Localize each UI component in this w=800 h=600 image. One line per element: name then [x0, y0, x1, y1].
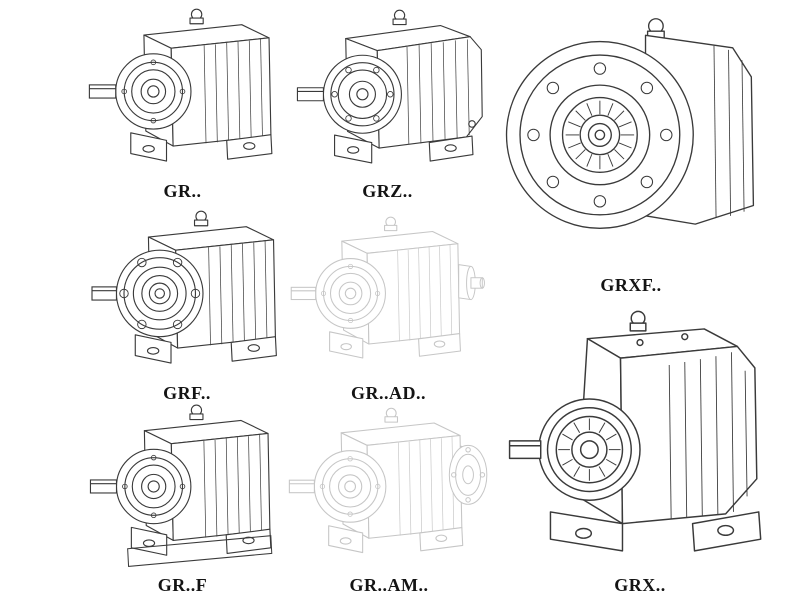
figure-grxf: GRXF..: [492, 2, 770, 298]
figure-grx: GRX..: [494, 300, 786, 598]
gearbox-grxf-drawing: [505, 18, 755, 229]
figure-label-gr-am: GR..AM..: [349, 575, 429, 595]
figure-label-gr-ad: GR..AD..: [351, 383, 426, 403]
figure-label-grx: GRX..: [614, 575, 666, 595]
figure-gr-am: GR..AM..: [284, 400, 494, 598]
gearbox-gr-drawing: [80, 4, 285, 178]
gearbox-grf-drawing: [82, 206, 292, 380]
gearbox-grz-drawing: [296, 9, 483, 164]
figure-gr: GR..: [80, 4, 285, 204]
figure-gr-f: GR..F: [80, 400, 285, 598]
figure-grz: GRZ..: [290, 4, 485, 204]
gearbox-gr-ad-drawing: [286, 206, 491, 380]
gearbox-grx-drawing: [508, 310, 762, 552]
figure-label-gr: GR..: [163, 181, 202, 201]
gearbox-gr-f-drawing: [80, 400, 285, 572]
figure-label-grz: GRZ..: [362, 181, 413, 201]
figure-label-gr-f: GR..F: [157, 575, 208, 595]
figure-grf: GRF..: [82, 206, 292, 406]
figure-gr-ad: GR..AD..: [286, 206, 491, 406]
figure-label-grxf: GRXF..: [600, 275, 662, 295]
gearbox-gr-am-drawing: [284, 400, 494, 572]
figure-label-grf: GRF..: [163, 383, 211, 403]
